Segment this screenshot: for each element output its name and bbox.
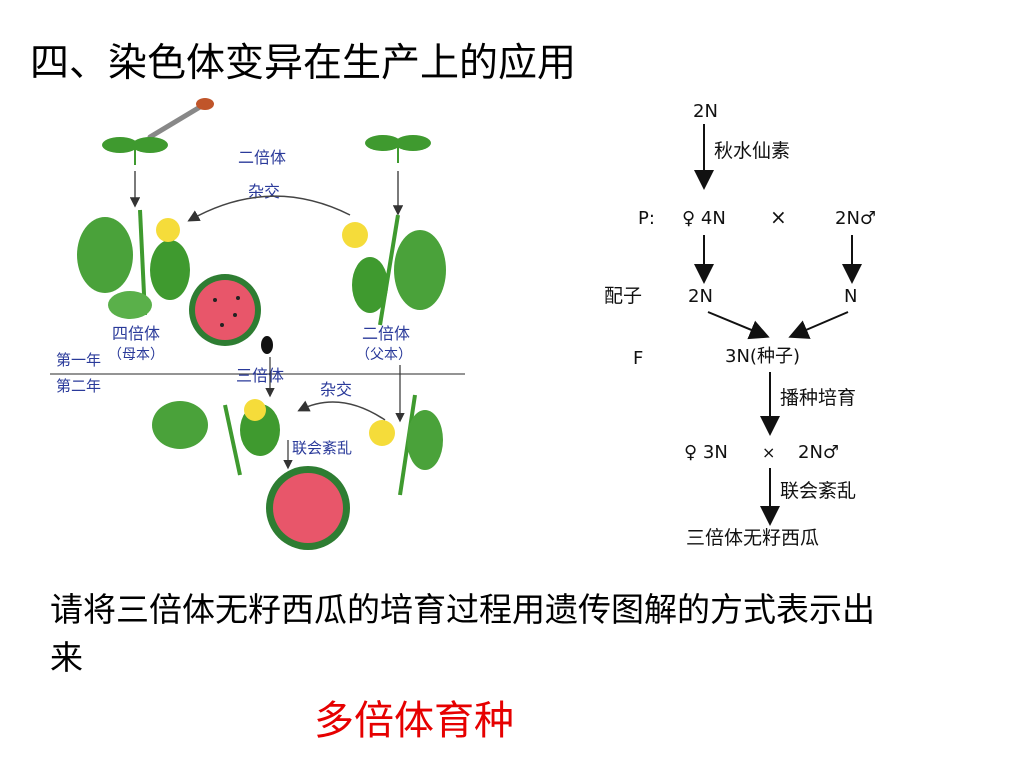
diploid-plant-lower-icon bbox=[369, 394, 443, 496]
diploid-plant-icon bbox=[342, 214, 446, 326]
step-sowing: 播种培育 bbox=[780, 387, 856, 409]
label-gametes: 配子 bbox=[604, 285, 642, 307]
watermelon-breeding-illustration: 二倍体 杂交 四倍体 （母本） 二倍体 （父本） 第一年 第二年 三倍体 杂交 bbox=[50, 98, 465, 550]
label-triploid: 三倍体 bbox=[236, 366, 284, 385]
seedling-left-icon bbox=[102, 137, 168, 165]
node-p-female: ♀ 4N bbox=[682, 208, 726, 229]
cross-sign-1: × bbox=[770, 205, 787, 229]
label-tetraploid: 四倍体 bbox=[112, 324, 160, 343]
label-year1: 第一年 bbox=[56, 351, 101, 369]
label-f: F bbox=[633, 348, 643, 369]
node-gamete-right: N bbox=[844, 286, 857, 307]
node-start: 2N bbox=[693, 101, 718, 122]
node-gamete-left: 2N bbox=[688, 286, 713, 307]
triploid-plant-icon bbox=[152, 399, 280, 476]
answer-text: 多倍体育种 bbox=[314, 698, 514, 744]
node-final: 三倍体无籽西瓜 bbox=[686, 527, 819, 549]
node-cross-female: ♀ 3N bbox=[684, 442, 728, 463]
seed-icon bbox=[261, 336, 273, 354]
label-father: （父本） bbox=[356, 347, 412, 363]
tetraploid-plant-icon bbox=[77, 209, 190, 319]
label-diploid-top: 二倍体 bbox=[238, 148, 286, 167]
step-colchicine: 秋水仙素 bbox=[714, 140, 790, 162]
genetic-diagram: 2N 秋水仙素 P: ♀ 4N × 2N♂ 配子 2N N F 3N(种子) 播… bbox=[604, 101, 876, 549]
question-text: 请将三倍体无籽西瓜的培育过程用遗传图解的方式表示出来 bbox=[50, 590, 875, 677]
page-title: 四、染色体变异在生产上的应用 bbox=[30, 41, 577, 86]
node-f-result: 3N(种子) bbox=[725, 346, 800, 367]
step-synapsis: 联会紊乱 bbox=[780, 480, 856, 502]
watermelon-slice-icon bbox=[189, 274, 261, 346]
label-synapsis: 联会紊乱 bbox=[292, 439, 352, 457]
label-p: P: bbox=[638, 208, 655, 229]
label-diploid-right: 二倍体 bbox=[362, 324, 410, 343]
seedling-right-icon bbox=[365, 135, 431, 163]
dropper-icon bbox=[147, 98, 214, 140]
label-mother: （母本） bbox=[108, 347, 164, 363]
node-p-male: 2N♂ bbox=[835, 208, 876, 229]
label-cross-bottom: 杂交 bbox=[320, 380, 352, 399]
cross-sign-2: × bbox=[762, 443, 775, 462]
seedless-watermelon-icon bbox=[266, 466, 350, 550]
label-year2: 第二年 bbox=[56, 377, 101, 395]
node-cross-male: 2N♂ bbox=[798, 442, 839, 463]
